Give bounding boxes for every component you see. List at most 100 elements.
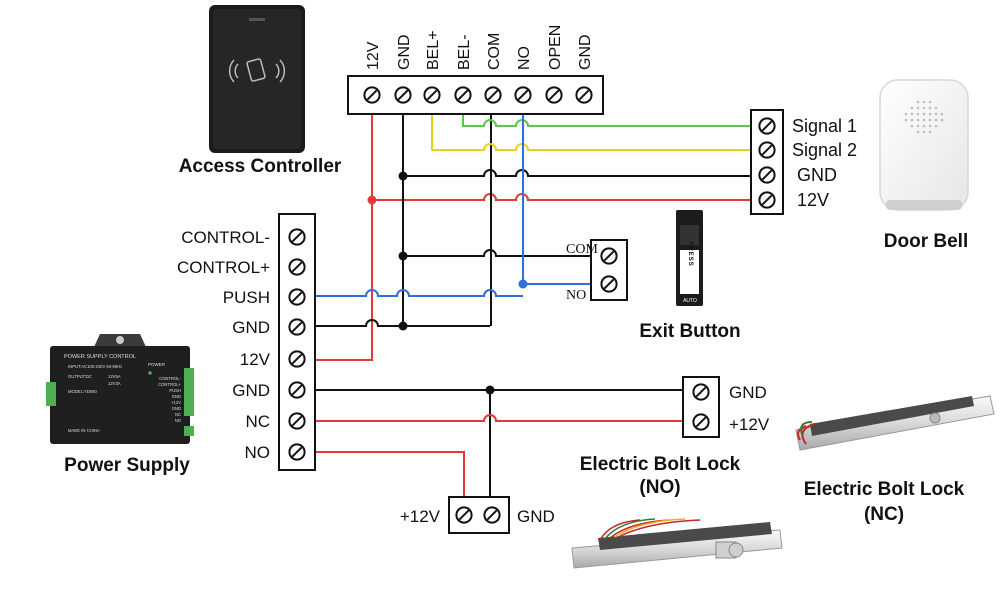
controller-terminal-label: COM [486,33,503,70]
psu-device-side-label: GND [172,394,181,399]
doorbell-terminal-screw [758,191,776,209]
electric-bolt-lock-nc-icon [795,395,995,451]
psu-terminal-screw [288,288,306,306]
exit-caption: Exit Button [639,321,740,342]
doorbell-terminal-label: 12V [797,190,829,210]
lock-nc-caption-2: (NC) [864,504,904,525]
controller-terminal-label: BEL+ [425,30,442,70]
controller-terminal-screw [545,86,563,104]
exit-device-subtext: AUTO [683,298,697,304]
lock-no-caption-2: (NO) [639,477,680,498]
controller-terminal-block [347,75,604,115]
exit-button-icon: PRESS AUTO [676,210,703,306]
controller-terminal-screw [454,86,472,104]
controller-terminal-label: 12V [365,41,382,70]
psu-device-side-label: CONTROL- [159,376,181,381]
doorbell-terminal-label: GND [797,165,837,185]
controller-caption: Access Controller [179,156,342,177]
doorbell-terminal-screw [758,166,776,184]
wire-gnd-exit-com [403,249,592,257]
access-controller: Access Controller 12V GND BEL+ BEL- COM NO OPE… [179,5,604,177]
psu-terminal-screw [288,443,306,461]
controller-terminal-screw [514,86,532,104]
controller-terminal-label: BEL- [456,34,473,70]
psu-terminal-screw [288,350,306,368]
psu-device-title: POWER SUPPLY CONTROL [64,354,136,360]
junction-dot [398,251,408,261]
wire-gnd-doorbell [403,169,752,177]
psu-device-line: INPUT:AC100-240V 50-60Hz [68,364,122,369]
psu-device-line: 12V3A [108,381,121,386]
psu-terminal-label: NC [245,412,270,431]
doorbell-terminal-screw [758,141,776,159]
wire-psu-no [316,451,465,498]
door-bell-icon [879,79,969,211]
psu-device-side-label: NC [175,412,181,417]
psu-device-power: POWER [148,362,166,367]
psu-terminal-screw [288,258,306,276]
wires [316,95,752,498]
exit-terminal-label: NO [566,288,586,303]
psu-terminal-label: CONTROL+ [177,258,270,277]
exit-button: COM NO PRESS AUTO Exit Button [566,210,741,342]
lock-no-caption-1: Electric Bolt Lock [580,454,741,475]
controller-terminal-label: GND [396,34,413,70]
controller-terminal-screw [423,86,441,104]
controller-terminal-screw [484,86,502,104]
controller-terminal-label: OPEN [547,25,564,70]
exit-terminal-screw [600,247,618,265]
lock-no-terminal-label: GND [517,507,555,526]
wire-12v-controller [316,95,373,361]
psu-terminal-label: 12V [240,350,271,369]
psu-device-side-label: CONTROL+ [158,382,181,387]
doorbell: Signal 1 Signal 2 GND 12V Door Bell [750,79,969,252]
exit-terminal-screw [600,275,618,293]
psu-terminal-block [278,213,316,471]
lock-no: +12V GND Electric Bolt Lock (NO) [400,454,783,569]
psu-terminal-label: GND [232,381,270,400]
wire-gnd-psu [316,319,490,327]
lock-no-terminal-screw [455,506,473,524]
controller-terminal-screw [575,86,593,104]
junction-dot [367,195,377,205]
psu-terminal-label: NO [245,443,271,462]
wire-push [316,289,523,297]
doorbell-terminal-screw [758,117,776,135]
doorbell-terminal-label: Signal 1 [792,116,857,136]
psu-device-line: MODEL:YD060 [68,389,98,394]
psu-terminal-screw [288,228,306,246]
lock-nc-terminal-screw [692,413,710,431]
psu-terminal-label: PUSH [223,288,270,307]
lock-nc-terminal-label: GND [729,383,767,402]
psu-device-side-label: PUSH [169,388,181,393]
psu-terminal-screw [288,412,306,430]
psu-device-line: MADE IN CHINA [68,428,100,433]
wire-bel-minus [462,95,752,127]
junction-dot [518,279,528,289]
junction-dot [398,171,408,181]
wire-nc [316,414,684,422]
junction-dot [485,385,495,395]
power-supply-box-icon: POWER SUPPLY CONTROL POWER INPUT:AC100-2… [46,334,194,444]
doorbell-caption: Door Bell [884,231,968,252]
doorbell-terminal-label: Signal 2 [792,140,857,160]
psu-terminal-label: CONTROL- [181,228,270,247]
junction-dot [398,321,408,331]
lock-no-terminal-label: +12V [400,507,441,526]
lock-nc-terminal-screw [692,383,710,401]
psu-device-side-label: GND [172,406,181,411]
controller-terminal-label: NO [516,46,533,70]
wire-12v-doorbell [372,193,752,201]
psu-device-line: 12V5A [108,374,121,379]
psu-device-line: OUTPUT:DC [68,374,92,379]
lock-nc-caption-1: Electric Bolt Lock [804,479,965,500]
psu-terminal-screw [288,318,306,336]
exit-terminal-label: COM [566,242,598,257]
exit-device-text: PRESS [687,241,693,266]
psu-caption: Power Supply [64,455,190,476]
psu-terminal-label: GND [232,318,270,337]
psu-device-side-label: +12V [171,400,181,405]
psu-terminal-screw [288,381,306,399]
